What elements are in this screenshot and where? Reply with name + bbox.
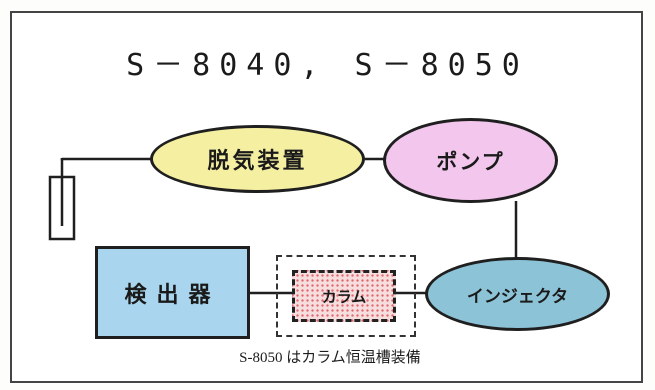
column-node: カラム — [292, 270, 396, 322]
detector-node: 検出器 — [95, 246, 250, 339]
injector-node: インジェクタ — [425, 257, 610, 331]
diagram-caption: S-8050 はカラム恒温槽装備 — [239, 350, 421, 366]
pump-node: ポンプ — [383, 118, 558, 203]
solvent-bottle-icon — [48, 158, 76, 241]
column-oven-boundary — [276, 255, 416, 337]
degasser-node: 脱気装置 — [150, 125, 365, 193]
line-bottle-to-degasser — [60, 157, 152, 161]
diagram-title: S－8040, S－8050 — [126, 48, 529, 83]
